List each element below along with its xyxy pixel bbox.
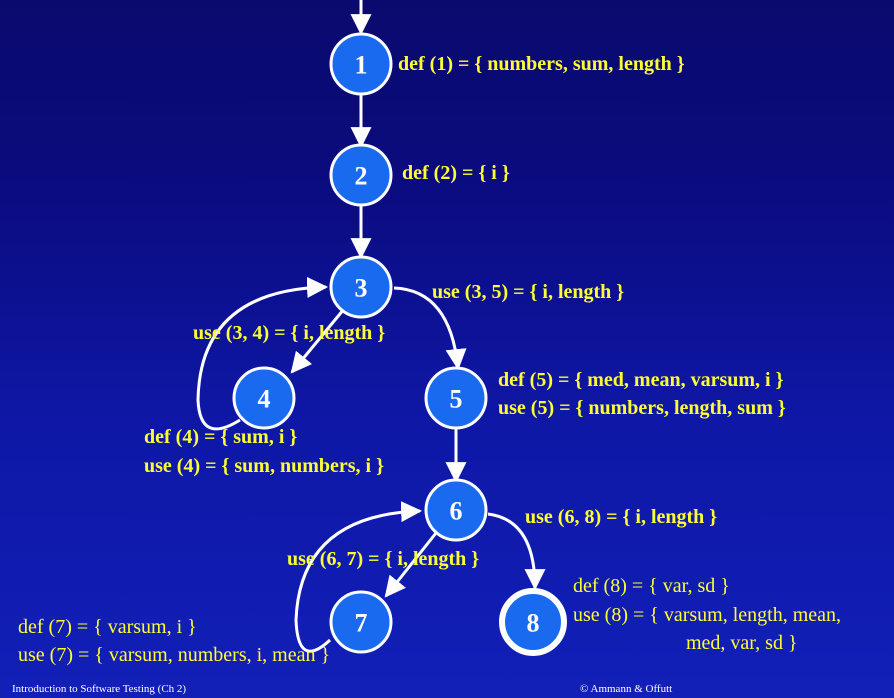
- footer-copyright: © Ammann & Offutt: [580, 683, 673, 695]
- node-8-label: 8: [527, 609, 540, 638]
- def-node-2: def (2) = { i }: [402, 162, 510, 184]
- def-node-5: def (5) = { med, mean, varsum, i }: [498, 369, 784, 391]
- node-5: 5: [424, 366, 488, 430]
- use-node-7: use (7) = { varsum, numbers, i, mean }: [18, 644, 331, 666]
- use-edge-6-8: use (6, 8) = { i, length }: [525, 506, 718, 528]
- edge-6-7: [384, 532, 438, 598]
- node-3-label: 3: [355, 274, 368, 303]
- node-5-label: 5: [450, 385, 463, 414]
- node-4-label: 4: [258, 385, 271, 414]
- use-node-5: use (5) = { numbers, length, sum }: [498, 397, 786, 419]
- node-1-label: 1: [355, 51, 368, 80]
- node-6-label: 6: [450, 497, 463, 526]
- def-node-7: def (7) = { varsum, i }: [18, 616, 197, 638]
- edge-6-8: [487, 512, 546, 591]
- def-node-1: def (1) = { numbers, sum, length }: [398, 53, 685, 75]
- node-2-label: 2: [355, 162, 368, 191]
- node-7-label: 7: [355, 609, 368, 638]
- def-node-8: def (8) = { var, sd }: [573, 575, 730, 597]
- node-4: 4: [232, 366, 296, 430]
- use-edge-6-7: use (6, 7) = { i, length }: [287, 548, 480, 570]
- node-8-final: 8: [499, 588, 567, 656]
- def-node-4: def (4) = { sum, i }: [144, 426, 298, 448]
- edge-3-4: [290, 308, 346, 374]
- use-node-8-line1: use (8) = { varsum, length, mean,: [573, 604, 842, 626]
- edge-3-5: [393, 286, 467, 371]
- use-node-4: use (4) = { sum, numbers, i }: [144, 455, 384, 477]
- use-node-8-line2: med, var, sd }: [686, 632, 798, 654]
- node-6: 6: [424, 478, 488, 542]
- node-1: 1: [329, 32, 393, 96]
- node-3: 3: [329, 255, 393, 319]
- edge-4-3: [196, 276, 329, 431]
- node-7: 7: [329, 590, 393, 654]
- use-edge-3-4: use (3, 4) = { i, length }: [193, 322, 386, 344]
- footer-course-title: Introduction to Software Testing (Ch 2): [12, 683, 187, 695]
- use-edge-3-5: use (3, 5) = { i, length }: [432, 281, 625, 303]
- edge-7-6: [294, 501, 423, 653]
- node-2: 2: [329, 143, 393, 207]
